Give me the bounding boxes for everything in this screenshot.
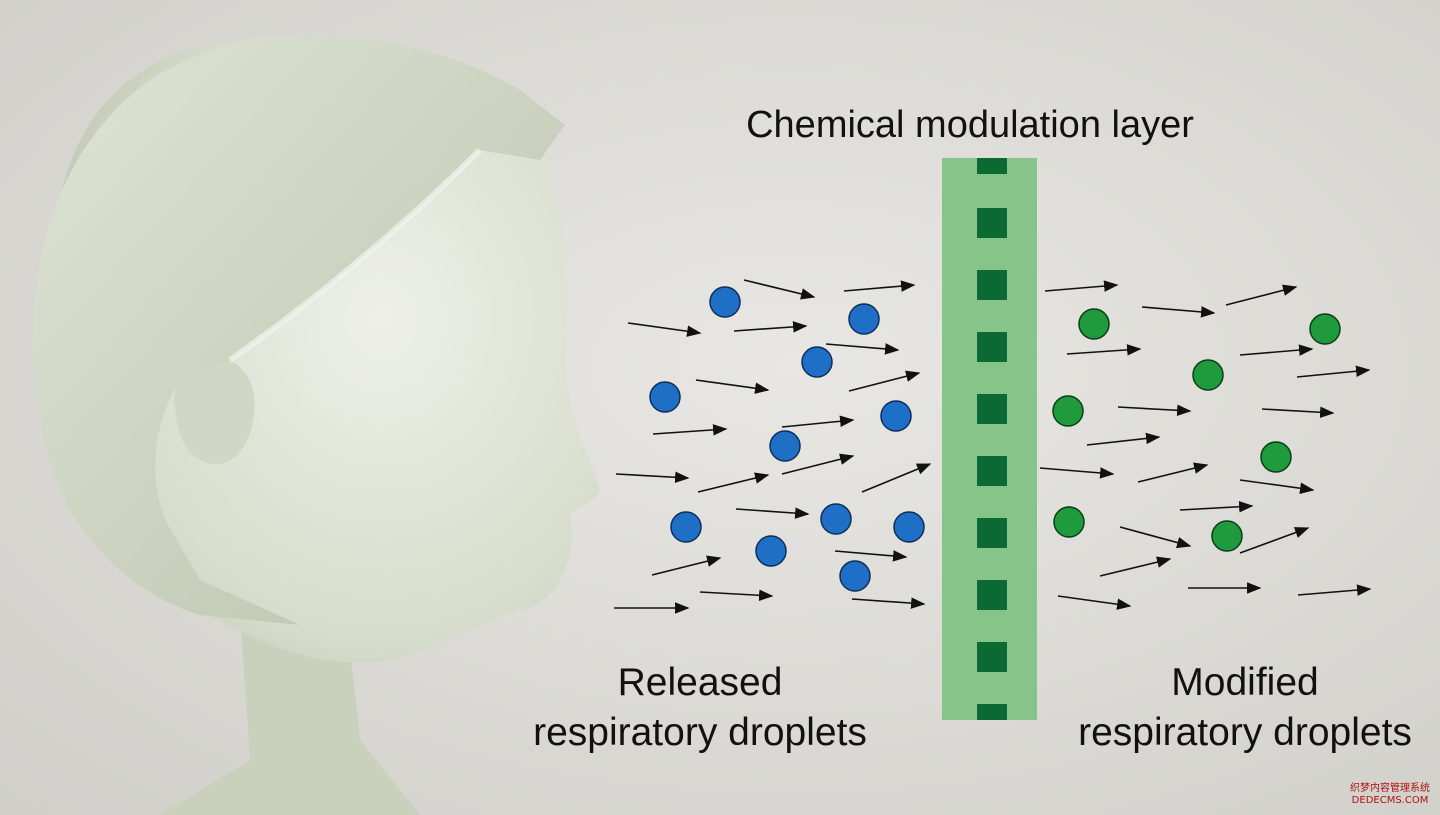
arrow-right: [1141, 306, 1216, 318]
arrow-left: [743, 279, 816, 300]
arrow-right: [1086, 432, 1161, 446]
released-droplet: [769, 430, 801, 462]
arrow-left: [848, 370, 921, 392]
layer-band: [942, 158, 1037, 720]
ear: [174, 357, 255, 465]
released-droplet: [649, 381, 681, 413]
hair: [33, 36, 566, 626]
arrow-left: [627, 322, 702, 337]
arrow-right: [1044, 280, 1119, 292]
layer-pore: [977, 332, 1007, 362]
arrow-left: [651, 555, 722, 576]
layer-pore: [977, 518, 1007, 548]
arrow-right: [1039, 467, 1115, 479]
modified-droplet: [1052, 395, 1084, 427]
arrow-left: [699, 589, 774, 602]
arrow-right: [1296, 365, 1371, 378]
layer-pore: [977, 208, 1007, 238]
arrow-left: [781, 415, 855, 428]
arrow-left: [825, 343, 900, 355]
released-droplet: [848, 303, 880, 335]
modified-droplets: [1052, 308, 1341, 552]
arrow-left: [834, 550, 908, 562]
layer-title: Chemical modulation layer: [746, 104, 1194, 146]
neck: [160, 610, 420, 815]
left-arrows: [614, 279, 932, 614]
released-droplets: [649, 286, 925, 592]
arrow-right: [1297, 584, 1372, 596]
layer-pore: [977, 642, 1007, 672]
arrow-right: [1057, 595, 1132, 610]
modified-droplet: [1192, 359, 1224, 391]
layer-pore: [977, 394, 1007, 424]
modified-droplet: [1309, 313, 1341, 345]
modified-label-line2: respiratory droplets: [1078, 711, 1412, 754]
right-arrows: [1039, 280, 1372, 610]
released-droplet: [709, 286, 741, 318]
layer-pores: [977, 158, 1007, 720]
modified-droplet: [1053, 506, 1085, 538]
layer-pore: [977, 580, 1007, 610]
arrow-left: [695, 379, 770, 394]
arrow-left: [851, 597, 926, 609]
released-droplet: [755, 535, 787, 567]
modified-label-line1: Modified: [1171, 661, 1319, 704]
released-droplet: [893, 511, 925, 543]
arrow-right: [1179, 500, 1254, 513]
released-droplet: [820, 503, 852, 535]
arrow-right: [1239, 344, 1314, 356]
arrow-left: [861, 463, 932, 493]
layer-pore: [977, 456, 1007, 486]
released-droplet: [670, 511, 702, 543]
watermark: 织梦内容管理系统 DEDECMS.COM: [1350, 783, 1430, 807]
released-droplet: [839, 560, 871, 592]
layer-pore: [977, 270, 1007, 300]
arrow-right: [1066, 344, 1142, 356]
arrow-right: [1099, 556, 1172, 577]
hair-part-line: [228, 147, 483, 363]
arrow-left: [781, 453, 855, 475]
watermark-line2: DEDECMS.COM: [1351, 795, 1429, 806]
modified-droplet: [1260, 441, 1292, 473]
head-illustration: [33, 36, 601, 815]
arrow-right: [1239, 479, 1315, 494]
arrow-left: [843, 280, 916, 292]
arrow-right: [1117, 404, 1192, 417]
arrow-left: [733, 321, 808, 333]
layer-pore: [977, 158, 1007, 174]
arrow-right: [1239, 527, 1310, 554]
released-label-line1: Released: [617, 661, 783, 704]
released-label-line2: respiratory droplets: [533, 711, 867, 754]
arrow-left: [735, 507, 810, 519]
arrow-right: [1137, 462, 1209, 483]
modulation-layer: [942, 158, 1037, 720]
arrow-left: [615, 471, 690, 484]
released-droplet: [801, 346, 833, 378]
modified-droplet: [1078, 308, 1110, 340]
released-droplet: [880, 400, 912, 432]
modified-droplet: [1211, 520, 1243, 552]
arrow-right: [1119, 526, 1192, 549]
arrow-right: [1261, 406, 1335, 419]
arrow-right: [1225, 284, 1298, 306]
watermark-line1: 织梦内容管理系统: [1350, 783, 1430, 794]
arrow-left: [697, 472, 770, 493]
released-droplets-label: Released respiratory droplets: [490, 658, 910, 758]
layer-pore: [977, 704, 1007, 720]
arrow-left: [652, 424, 728, 436]
modified-droplets-label: Modified respiratory droplets: [1040, 658, 1440, 758]
